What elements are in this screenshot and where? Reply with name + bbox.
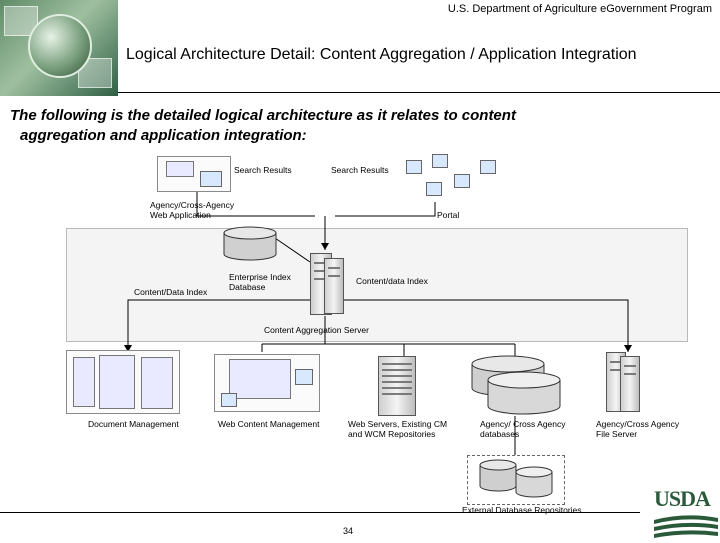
globe-icon xyxy=(28,14,92,78)
server-slot xyxy=(314,278,328,280)
arrowhead xyxy=(624,345,632,352)
intro-line-2: aggregation and application integration: xyxy=(20,127,307,144)
external-repositories-box xyxy=(467,455,565,505)
enterprise-database-icon xyxy=(223,226,277,261)
agency-app-label: Agency/Cross-Agency Web Application xyxy=(150,200,234,220)
search-results-left-label: Search Results xyxy=(234,165,292,175)
enterprise-index-line-1: Enterprise Index xyxy=(229,272,291,282)
connector-line xyxy=(335,202,436,217)
document-management-label: Document Management xyxy=(88,419,179,429)
header-globe-image xyxy=(0,0,118,96)
document-management-thumbnail xyxy=(66,350,180,414)
program-name: U.S. Department of Agriculture eGovernme… xyxy=(447,3,712,15)
web-servers-label: Web Servers, Existing CM and WCM Reposit… xyxy=(348,419,447,439)
server-slot xyxy=(610,369,622,371)
file-server-label-line-1: Agency/Cross Agency xyxy=(596,419,680,429)
connector-line xyxy=(340,299,629,352)
server-slot xyxy=(328,267,340,269)
intro-line-1: The following is the detailed logical ar… xyxy=(10,107,516,124)
computer-icon xyxy=(454,174,470,188)
title-rule xyxy=(118,92,720,93)
file-server-icon xyxy=(620,356,640,412)
server-slot xyxy=(382,381,412,383)
content-index-left-label: Content/Data Index xyxy=(134,287,208,297)
connector-line xyxy=(127,299,310,352)
computer-icon xyxy=(480,160,496,174)
server-slot xyxy=(382,363,412,365)
computer-icon xyxy=(295,369,313,385)
arrowhead xyxy=(321,243,329,250)
slide-title: Logical Architecture Detail: Content Agg… xyxy=(126,46,637,63)
computer-icon xyxy=(200,171,222,187)
enterprise-index-line-2: Database xyxy=(229,282,266,292)
image-tile xyxy=(78,58,112,88)
file-server-label-line-2: File Server xyxy=(596,429,638,439)
arrowhead xyxy=(124,345,132,352)
computer-icon xyxy=(406,160,422,174)
window-shape xyxy=(229,359,291,399)
server-slot xyxy=(382,369,412,371)
web-content-management-label: Web Content Management xyxy=(218,419,320,429)
server-slot xyxy=(610,361,622,363)
window-shape xyxy=(73,357,95,407)
portal-label: Portal xyxy=(437,210,460,220)
web-servers-label-line-2: and WCM Repositories xyxy=(348,429,436,439)
agency-app-label-line-2: Web Application xyxy=(150,210,211,220)
aggregation-server-label: Content Aggregation Server xyxy=(264,325,369,335)
usda-logo-swoosh xyxy=(654,515,718,538)
connector-line xyxy=(271,235,311,263)
server-slot xyxy=(314,262,328,264)
connector-line xyxy=(196,190,315,217)
computer-icon xyxy=(432,154,448,168)
agency-databases-icon xyxy=(471,355,561,415)
aggregation-server-icon xyxy=(324,258,344,314)
page-number: 34 xyxy=(343,526,354,536)
server-slot xyxy=(382,375,412,377)
usda-logo: USDA xyxy=(654,486,718,538)
agency-web-app-thumbnail xyxy=(157,156,231,192)
agency-databases-label-line-1: Agency/ Cross Agency xyxy=(480,419,566,429)
search-results-right-label: Search Results xyxy=(331,165,389,175)
server-slot xyxy=(624,373,636,375)
server-slot xyxy=(624,365,636,367)
window-shape xyxy=(166,161,194,177)
web-servers-label-line-1: Web Servers, Existing CM xyxy=(348,419,448,429)
intro-text: The following is the detailed logical ar… xyxy=(10,106,690,146)
server-slot xyxy=(314,270,328,272)
enterprise-index-label: Enterprise Index Database xyxy=(229,272,291,292)
portal-thumbnail xyxy=(402,152,502,202)
server-slot xyxy=(382,393,412,395)
server-slot xyxy=(328,275,340,277)
agency-app-label-line-1: Agency/Cross-Agency xyxy=(150,200,235,210)
computer-icon xyxy=(426,182,442,196)
agency-databases-label: Agency/ Cross Agency databases xyxy=(480,419,566,439)
window-shape xyxy=(99,355,135,409)
web-servers-icon xyxy=(378,356,416,416)
footer-rule xyxy=(0,512,640,513)
external-repositories-label: External Database Repositories xyxy=(462,505,582,515)
agency-databases-label-line-2: databases xyxy=(480,429,520,439)
file-server-label: Agency/Cross Agency File Server xyxy=(596,419,679,439)
usda-logo-text: USDA xyxy=(654,486,711,511)
external-databases-icon xyxy=(479,459,553,498)
content-index-right-label: Content/data Index xyxy=(356,276,428,286)
web-content-management-thumbnail xyxy=(214,354,320,412)
server-slot xyxy=(382,387,412,389)
aggregation-region xyxy=(66,228,688,342)
window-shape xyxy=(141,357,173,409)
computer-icon xyxy=(221,393,237,407)
